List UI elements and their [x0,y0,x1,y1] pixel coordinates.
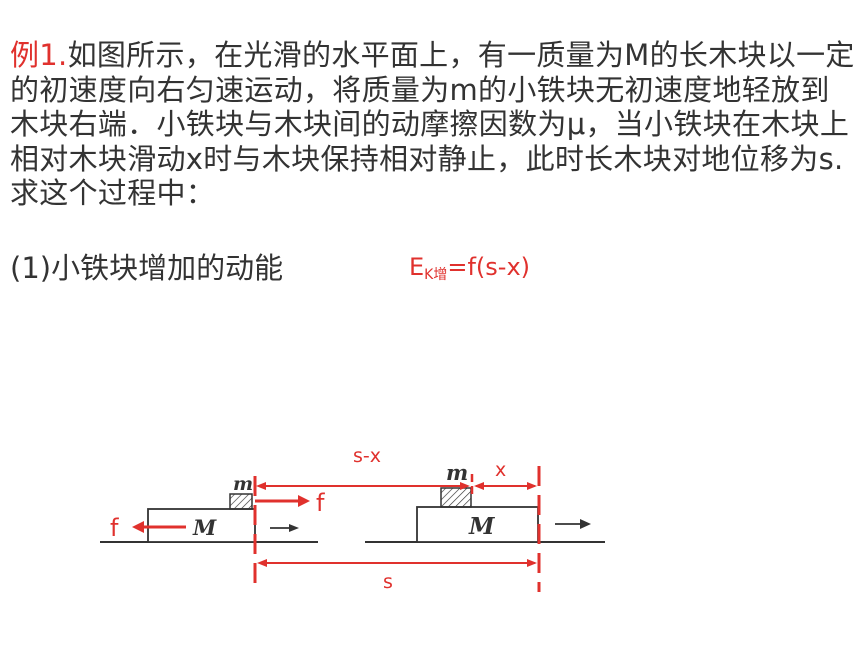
left-block-label: M [192,515,217,540]
right-scene: M m [365,460,605,543]
right-block-label: M [468,513,496,540]
velocity-arrow-right [555,519,591,529]
dist-top-label: s-x [353,445,381,467]
annotations [132,466,541,592]
problem-statement: 例1.如图所示，在光滑的水平面上，有一质量为M的长木块以一定的初速度向右匀速运动… [10,38,855,211]
left-scene: M m [100,473,318,543]
right-small-label: m [446,460,468,485]
right-long-block [416,506,539,543]
left-small-label: m [233,473,253,495]
answer-formula: EK增=f(s-x) [409,252,530,290]
dist-bottom-label: s [383,571,393,593]
left-small-block [229,493,253,510]
energy-symbol: E [409,253,425,281]
energy-subscript: K增 [424,267,448,283]
force-left-label: f [110,514,119,542]
formula-rest: =f(s-x) [447,253,531,281]
force-right-label: f [316,489,325,517]
dist-x-label: x [495,459,506,481]
question-1: (1)小铁块增加的动能 [10,251,284,285]
problem-text: 如图所示，在光滑的水平面上，有一质量为M的长木块以一定的初速度向右匀速运动，将质… [10,38,855,210]
velocity-arrow-left [270,524,299,532]
right-small-block [440,487,472,508]
example-label: 例1. [10,38,68,72]
